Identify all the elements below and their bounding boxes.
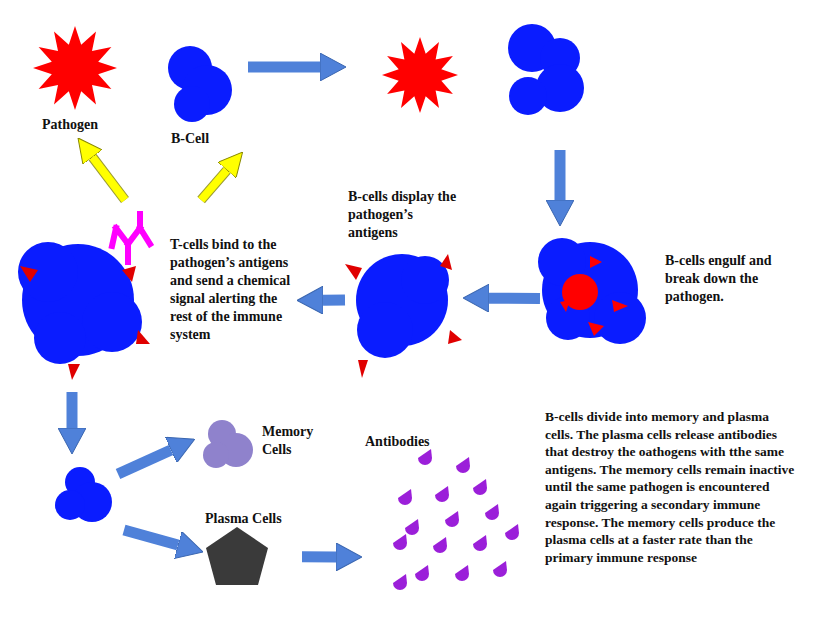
cell-label: B-cells display the pathogen’s antigens <box>348 188 460 242</box>
engulf-node: B-cells engulf and break down the pathog… <box>540 238 798 350</box>
b-cell <box>357 302 413 358</box>
b-cell <box>509 77 547 115</box>
antibody-node: Antibodies <box>362 430 527 595</box>
cell-label: Antibodies <box>365 433 475 451</box>
antigen <box>20 266 38 282</box>
antibody <box>456 457 470 473</box>
memory-cell-node: Memory Cells <box>200 415 326 470</box>
antibody <box>435 486 449 502</box>
antibody <box>473 479 487 495</box>
pathogen-star <box>382 37 458 113</box>
displaying-b-cell <box>345 254 462 378</box>
antibody <box>445 511 459 527</box>
cell-label: B-Cell <box>171 130 241 148</box>
plasma-cell-node: Plasma Cells <box>205 508 302 588</box>
antigen <box>560 300 570 312</box>
cell-label: Pathogen <box>42 116 124 134</box>
antibody <box>433 537 447 553</box>
antibody <box>398 489 412 505</box>
flow-arrow <box>118 450 171 474</box>
arrow-outline <box>92 157 124 200</box>
antibodies <box>393 449 519 590</box>
t-cell-node: T-cells bind to the pathogen’s antigens … <box>15 200 297 386</box>
antigen <box>68 364 80 380</box>
b-cell <box>594 292 646 344</box>
memory-cell <box>203 420 253 468</box>
antibody <box>405 519 419 535</box>
b-cell <box>508 24 584 115</box>
b-cell <box>168 46 232 122</box>
antibody <box>473 535 487 551</box>
antibody <box>505 524 519 540</box>
antigen <box>358 360 368 378</box>
flow-arrow <box>201 170 227 200</box>
antibody <box>418 449 432 465</box>
flow-arrow <box>489 293 540 304</box>
b-cell <box>34 312 86 364</box>
b-cell <box>174 86 210 122</box>
b-cell <box>401 256 449 304</box>
flow-arrow <box>92 157 124 200</box>
plasma-cell <box>206 527 268 585</box>
flow-arrow <box>124 530 178 545</box>
cell-label: Plasma Cells <box>205 510 300 528</box>
memory-cell <box>203 442 229 468</box>
pathogen-star <box>33 26 117 110</box>
cell-label: T-cells bind to the pathogen’s antigens … <box>170 236 295 344</box>
flow-arrows <box>72 67 560 545</box>
t-cell-receptor <box>112 214 150 262</box>
antigen <box>122 266 136 282</box>
arrow-outline <box>201 170 227 200</box>
b-cell <box>55 490 85 520</box>
display-node: B-cells display the pathogen’s antigens <box>345 186 463 386</box>
antigen <box>136 330 150 344</box>
antigen <box>590 256 602 268</box>
cell-label: B-cells engulf and break down the pathog… <box>665 252 795 306</box>
b-cell <box>18 242 78 302</box>
flow-arrow <box>67 392 78 428</box>
flow-arrow <box>323 295 345 306</box>
b-cell-node: B-Cell <box>165 45 245 152</box>
antigen <box>345 264 362 280</box>
antigen <box>588 322 604 336</box>
antigen <box>448 330 462 344</box>
pathogen-node: Pathogen <box>30 28 126 138</box>
flow-arrow <box>302 551 336 562</box>
flow-arrow <box>248 62 320 73</box>
antibody <box>415 565 429 581</box>
engulfing-b-cell <box>538 238 646 344</box>
cell-label: Memory Cells <box>262 423 324 459</box>
antigen <box>612 300 628 312</box>
antibody <box>393 534 407 550</box>
bound-b-cell <box>18 214 150 380</box>
antibody <box>393 574 407 590</box>
antibody <box>485 504 499 520</box>
flow-arrow <box>555 150 566 200</box>
b-cell <box>82 292 142 352</box>
antibody <box>455 565 469 581</box>
antibody <box>493 561 507 577</box>
explanation-note: B-cells divide into memory and plasma ce… <box>545 408 795 566</box>
antigen <box>440 254 452 270</box>
dividing-b-cell <box>55 467 112 522</box>
